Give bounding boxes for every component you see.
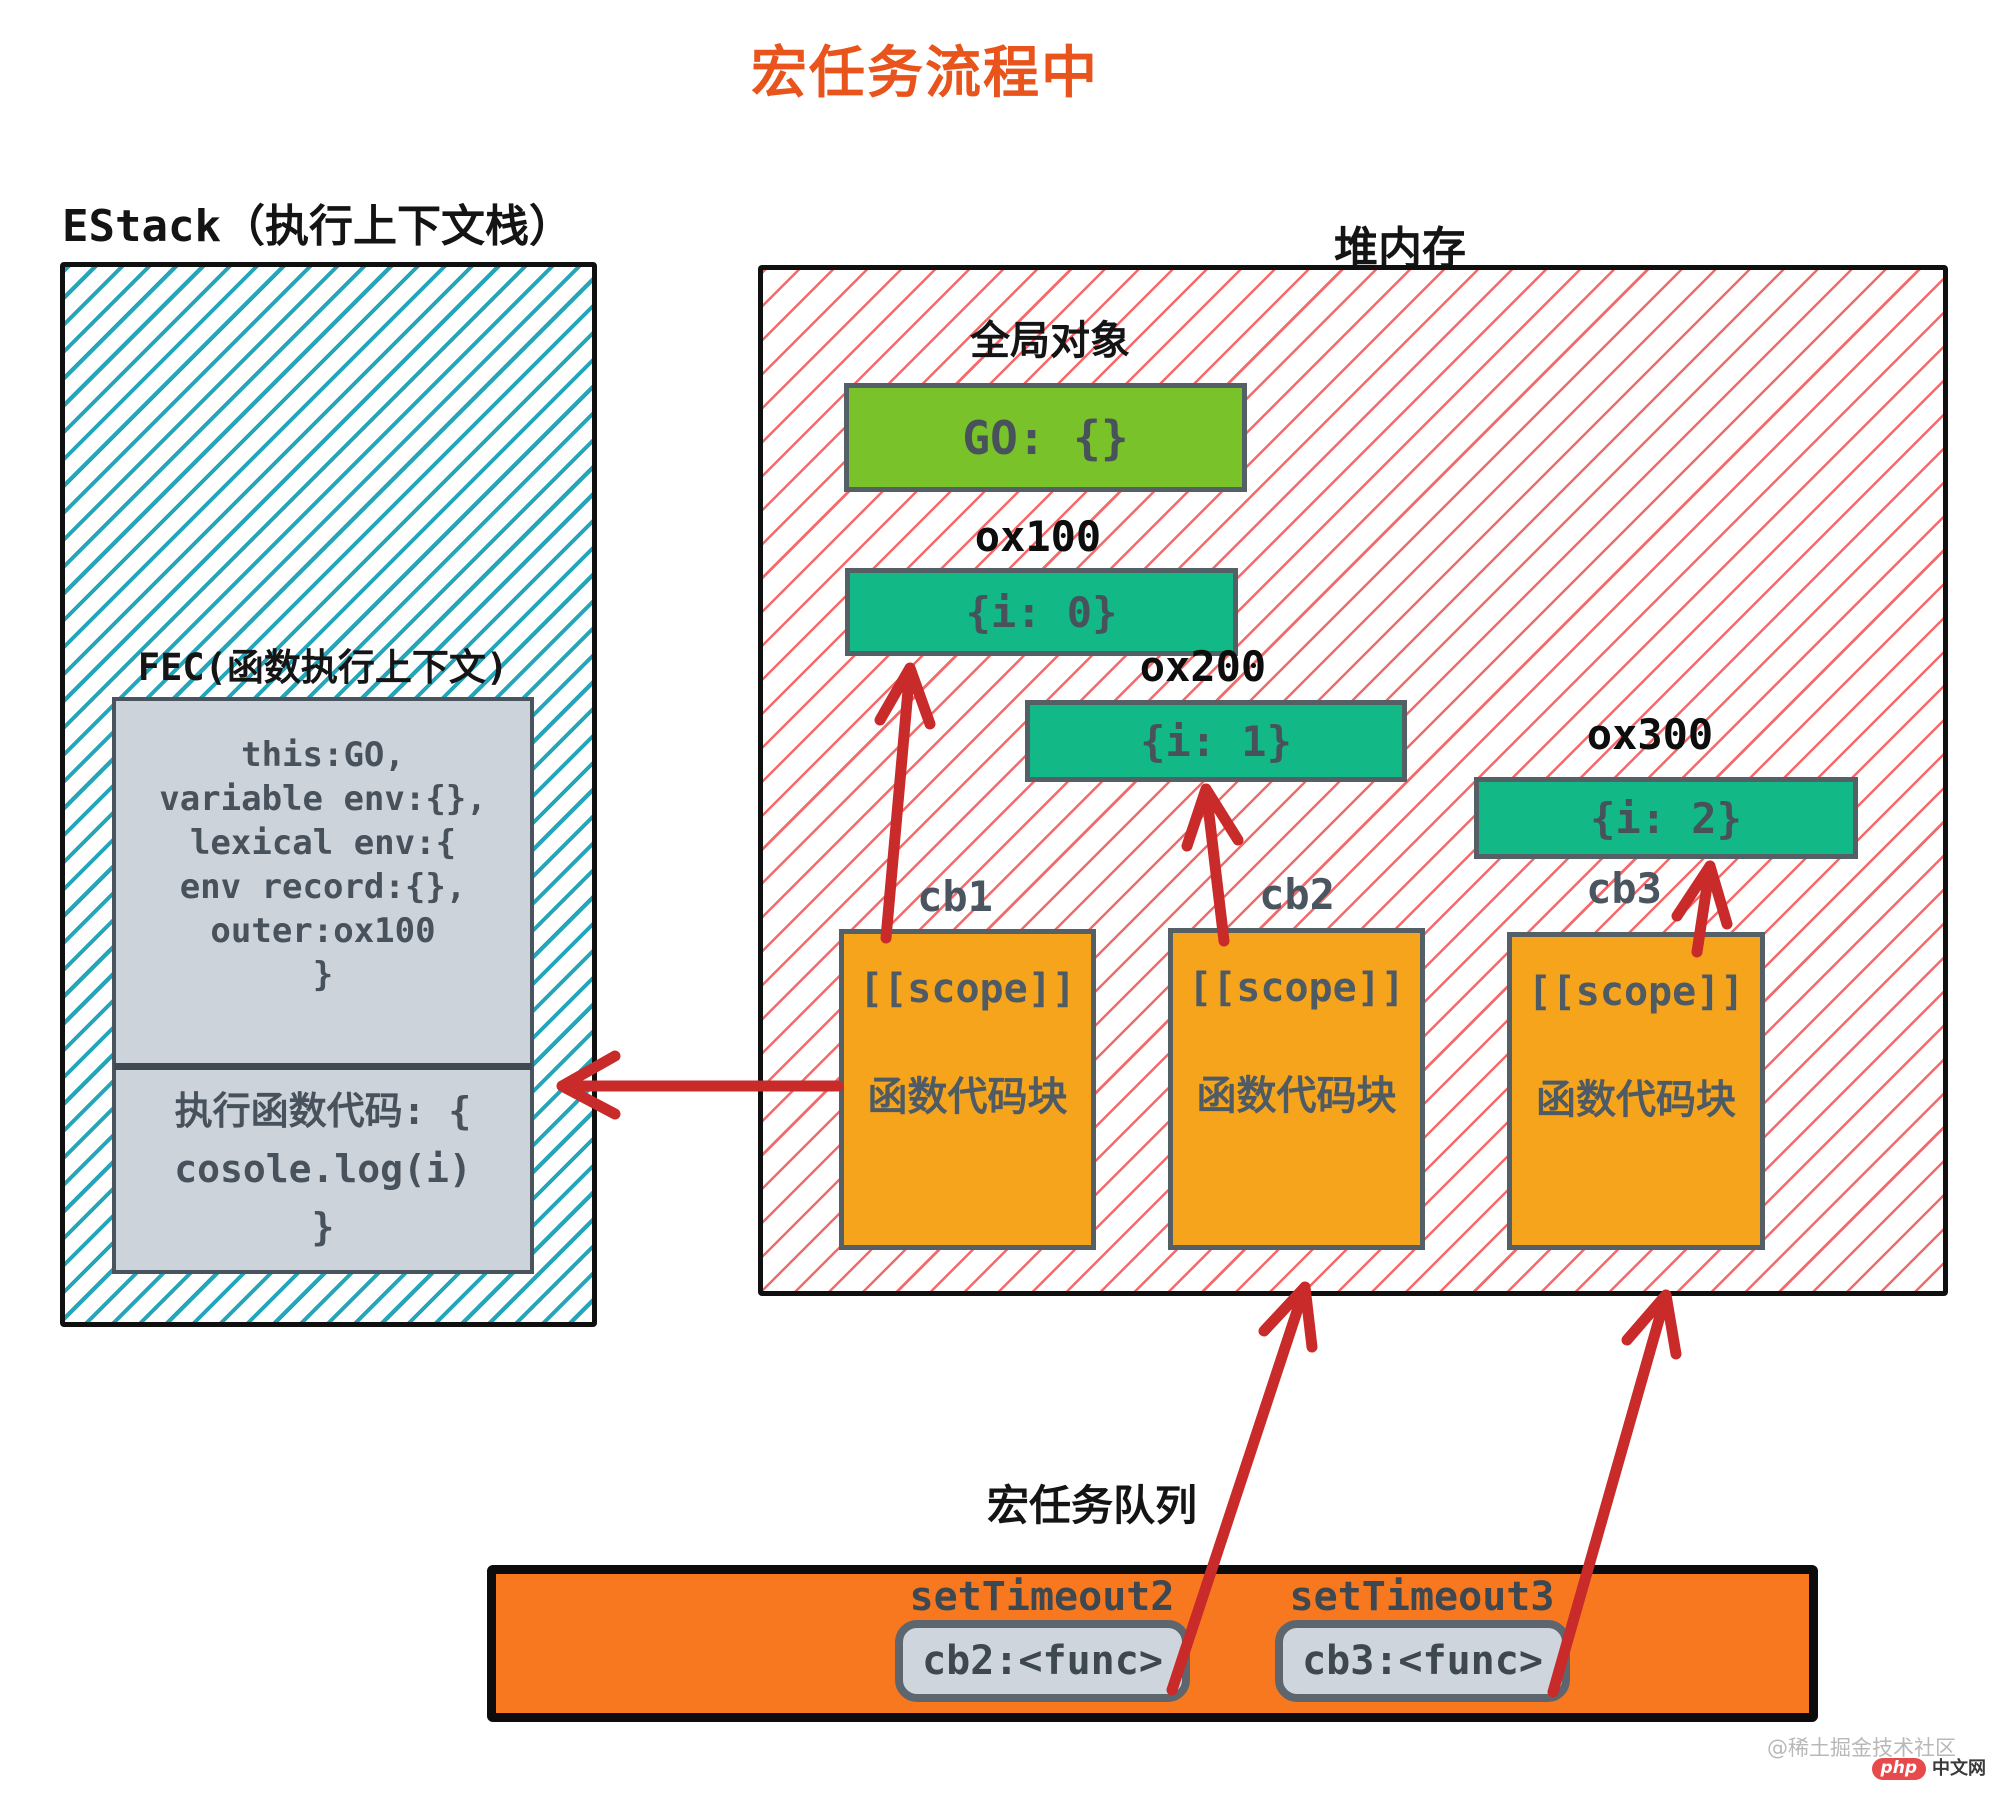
fec-line: variable env:{},	[159, 779, 487, 819]
estack-label: EStack（执行上下文栈）	[62, 190, 622, 254]
heap-addr-ox200: ox200	[1139, 642, 1267, 691]
scope-text: [[scope]]	[1527, 969, 1745, 1015]
heap-addr-ox100: ox100	[974, 512, 1102, 561]
function-body-text: 函数代码块	[867, 1074, 1068, 1120]
estack-label-cn: （执行上下文栈）	[220, 201, 573, 252]
heap-object-ox200: {i: 1}	[1025, 700, 1407, 782]
fec-line: outer:ox100	[210, 911, 436, 951]
exec-line: }	[311, 1205, 335, 1249]
exec-line: 执行函数代码: {	[174, 1089, 472, 1133]
function-body-text: 函数代码块	[1536, 1077, 1736, 1123]
heap-object-ox300: {i: 2}	[1474, 777, 1858, 859]
macrotask-queue-label: 宏任务队列	[986, 1481, 1197, 1530]
watermark-brand-suffix: 中文网	[1932, 1758, 1986, 1779]
php-logo-badge: php	[1871, 1758, 1926, 1780]
callback-box-cb3: [[scope]] 函数代码块	[1507, 932, 1765, 1250]
fec-exec-section: 执行函数代码: { cosole.log(i) }	[116, 1082, 530, 1256]
callback-label-cb2: cb2	[1259, 870, 1335, 919]
fec-label: FEC(函数执行上下文)	[137, 646, 509, 689]
global-object-box: GO: {}	[844, 383, 1247, 492]
fec-line: lexical env:{	[189, 823, 457, 863]
heap-addr-ox300: ox300	[1586, 710, 1714, 759]
fec-box: this:GO, variable env:{}, lexical env:{ …	[112, 697, 534, 1274]
callback-label-cb1: cb1	[917, 872, 993, 921]
function-body-text: 函数代码块	[1196, 1073, 1397, 1119]
scope-text: [[scope]]	[1188, 965, 1405, 1011]
settimeout3-label: setTimeout3	[1289, 1574, 1555, 1620]
fec-line: this:GO,	[241, 735, 405, 775]
watermark-text: @稀土掘金技术社区	[1767, 1736, 1956, 1760]
exec-line: cosole.log(i)	[174, 1147, 472, 1191]
page-title: 宏任务流程中	[751, 41, 1099, 106]
scope-text: [[scope]]	[859, 966, 1076, 1012]
estack-label-en: EStack	[62, 201, 221, 252]
settimeout2-label: setTimeout2	[909, 1574, 1175, 1620]
watermark-brand: php 中文网	[1586, 1754, 1986, 1780]
callback-box-cb1: [[scope]] 函数代码块	[839, 929, 1096, 1250]
fec-line: env record:{},	[179, 867, 467, 907]
global-object-label: 全局对象	[970, 318, 1130, 364]
fec-env-section: this:GO, variable env:{}, lexical env:{ …	[116, 701, 530, 1061]
fec-line: }	[312, 955, 334, 995]
fec-divider	[114, 1063, 532, 1070]
queue-item-cb3: cb3:<func>	[1275, 1620, 1570, 1702]
heap-object-ox100: {i: 0}	[845, 568, 1238, 656]
callback-box-cb2: [[scope]] 函数代码块	[1168, 928, 1425, 1250]
queue-item-cb2: cb2:<func>	[895, 1620, 1190, 1702]
callback-label-cb3: cb3	[1586, 864, 1662, 913]
